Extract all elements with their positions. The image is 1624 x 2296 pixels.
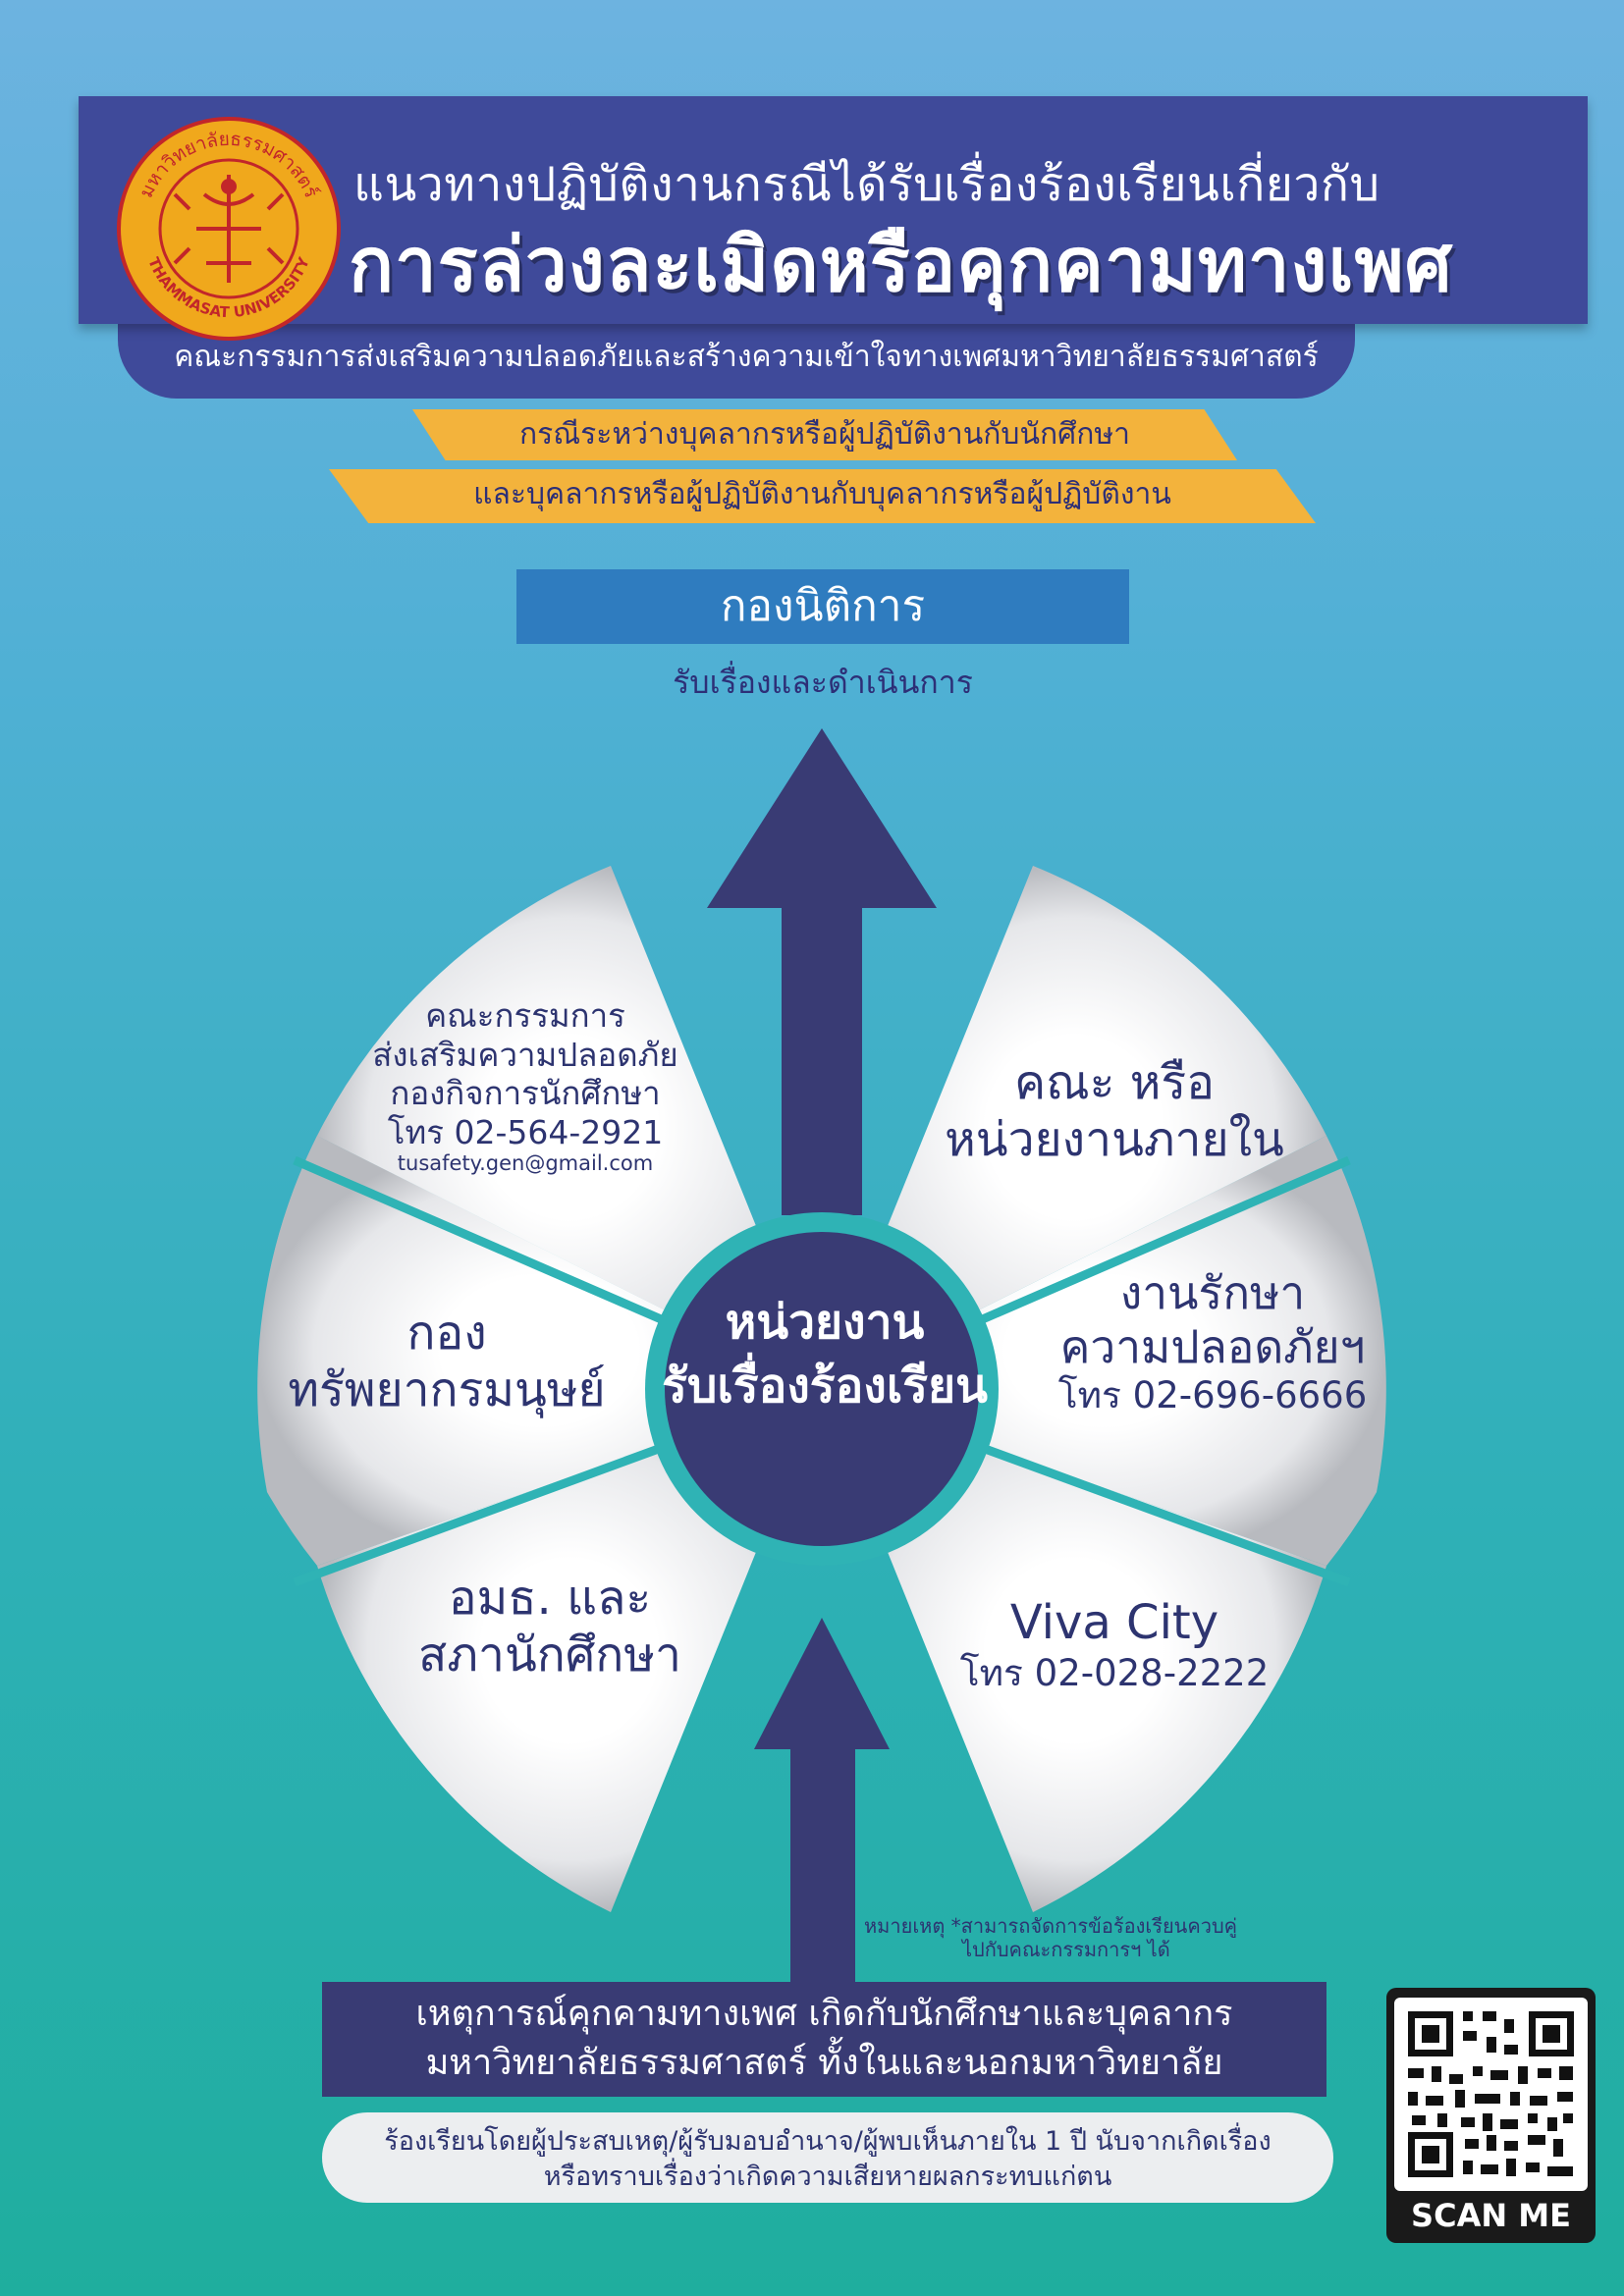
segment-committee-shape [317, 866, 822, 1389]
segment-union-l1: อมธ. และ [448, 1571, 652, 1626]
segment-faculty: คณะ หรือ หน่วยงานภายใน [918, 1055, 1311, 1168]
report-pill: ร้องเรียนโดยผู้ประสบเหตุ/ผู้รับมอบอำนาจ/… [322, 2112, 1333, 2203]
report-line-2: หรือทราบเรื่องว่าเกิดความเสียหายผลกระทบแ… [543, 2162, 1112, 2193]
segment-security: งานรักษา ความปลอดภัยฯ โทร 02-696-6666 [1036, 1266, 1389, 1418]
segment-hr-shape [257, 1136, 823, 1566]
report-line-1: ร้องเรียนโดยผู้ประสบเหตุ/ผู้รับมอบอำนาจ/… [384, 2126, 1272, 2157]
hub-label: หน่วยงาน รับเรื่องร้องเรียน [643, 1291, 1006, 1418]
note-line-1: หมายเหตุ *สามารถจัดการข้อร้องเรียนควบคู่ [864, 1914, 1238, 1938]
segment-security-l2: ความปลอดภัยฯ [1059, 1320, 1366, 1374]
segment-faculty-shape [822, 866, 1326, 1389]
event-text: เหตุการณ์คุกคามทางเพศ เกิดกับนักศึกษาและ… [322, 1982, 1326, 2089]
segment-faculty-l1: คณะ หรือ [1014, 1055, 1215, 1110]
event-line-2: มหาวิทยาลัยธรรมศาสตร์ ทั้งในและนอกมหาวิท… [425, 2043, 1223, 2084]
segment-viva-l1: Viva City [1009, 1595, 1219, 1650]
segment-faculty-l2: หน่วยงานภายใน [945, 1111, 1284, 1167]
arrow-to-legal-office [707, 728, 937, 1215]
segment-hr: กอง ทรัพยากรมนุษย์ [270, 1306, 623, 1418]
report-text: ร้องเรียนโดยผู้ประสบเหตุ/ผู้รับมอบอำนาจ/… [322, 2112, 1333, 2196]
note-line-2: ไปกับคณะกรรมการฯ ได้ [962, 1938, 1170, 1961]
segment-committee-l1: คณะกรรมการ [425, 996, 625, 1035]
segment-security-shape [822, 1136, 1386, 1566]
title-line2: การล่วงละเมิดหรือคุกคามทางเพศ [349, 221, 1453, 308]
segment-viva-shape [822, 1389, 1326, 1912]
legal-office-name: กองนิติการ [720, 581, 926, 631]
segment-committee-phone: โทร 02-564-2921 [387, 1112, 664, 1151]
segment-security-l1: งานรักษา [1119, 1266, 1306, 1319]
university-seal-logo: มหาวิทยาลัยธรรมศาสตร์ THAMMASAT UNIVERSI… [117, 117, 341, 341]
note: หมายเหตุ *สามารถจัดการข้อร้องเรียนควบคู่… [864, 1914, 1326, 1961]
qr-label: SCAN ME [1411, 2197, 1571, 2234]
event-box: เหตุการณ์คุกคามทางเพศ เกิดกับนักศึกษาและ… [322, 1982, 1326, 2097]
hub-circle [665, 1232, 979, 1546]
segment-hr-l1: กอง [406, 1306, 487, 1361]
committee-name: คณะกรรมการส่งเสริมความปลอดภัยและสร้างควา… [174, 340, 1319, 374]
legal-office-action: รับเรื่องและดำเนินการ [673, 664, 973, 701]
case-line-2: และบุคลากรหรือผู้ปฏิบัติงานกับบุคลากรหรื… [473, 477, 1171, 511]
title-line1: แนวทางปฏิบัติงานกรณีได้รับเรื่องร้องเรีย… [353, 157, 1380, 212]
qr-code-icon[interactable] [1394, 1998, 1588, 2191]
segment-union: อมธ. และ สภานักศึกษา [373, 1571, 727, 1683]
segment-security-phone: โทร 02-696-6666 [1057, 1374, 1368, 1417]
arrow-from-event [754, 1618, 890, 1993]
segment-hr-l2: ทรัพยากรมนุษย์ [288, 1362, 606, 1417]
segment-union-shape [317, 1389, 822, 1912]
segment-viva-phone: โทร 02-028-2222 [959, 1651, 1270, 1694]
segment-committee-l2: ส่งเสริมความปลอดภัย [372, 1035, 678, 1074]
segment-committee-l3: กองกิจการนักศึกษา [390, 1074, 661, 1113]
hub-line-1: หน่วยงาน [725, 1295, 925, 1350]
segment-viva: Viva City โทร 02-028-2222 [947, 1595, 1281, 1695]
case-ribbon-1: กรณีระหว่างบุคลากรหรือผู้ปฏิบัติงานกับนั… [412, 409, 1237, 460]
segment-committee-email: tusafety.gen@gmail.com [397, 1151, 654, 1176]
hub-line-2: รับเรื่องร้องเรียน [662, 1358, 988, 1414]
case-line-1: กรณีระหว่างบุคลากรหรือผู้ปฏิบัติงานกับนั… [519, 417, 1130, 452]
committee-banner [118, 322, 1355, 399]
legal-office-box: กองนิติการ [516, 569, 1129, 644]
segment-union-l2: สภานักศึกษา [418, 1627, 681, 1682]
case-ribbon-2: และบุคลากรหรือผู้ปฏิบัติงานกับบุคลากรหรื… [329, 469, 1316, 523]
segment-committee: คณะกรรมการ ส่งเสริมความปลอดภัย กองกิจการ… [344, 996, 707, 1177]
event-line-1: เหตุการณ์คุกคามทางเพศ เกิดกับนักศึกษาและ… [415, 1994, 1233, 2034]
